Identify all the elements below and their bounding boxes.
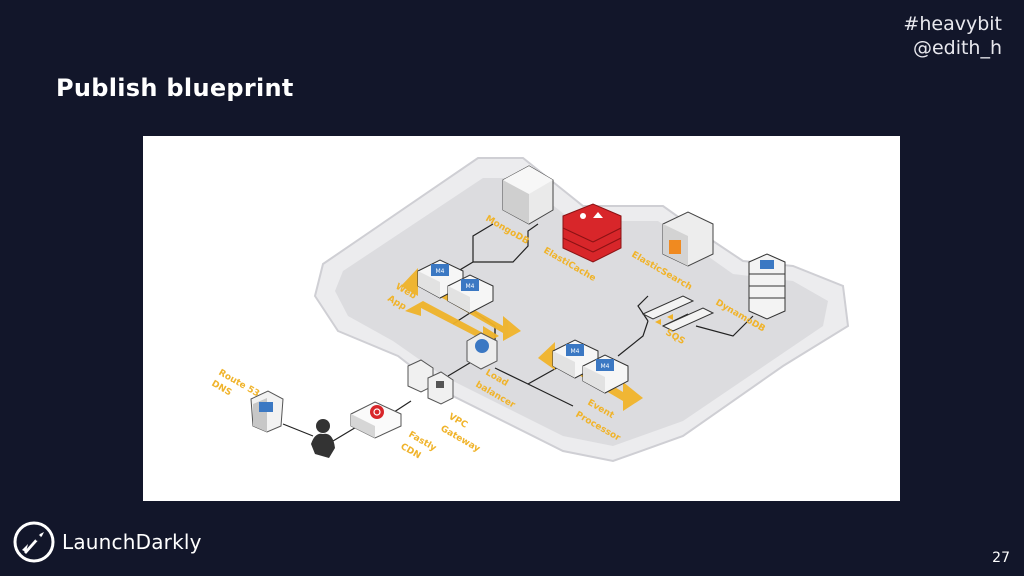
launchdarkly-logo: LaunchDarkly bbox=[12, 520, 232, 564]
hashtag: #heavybit bbox=[903, 13, 1002, 35]
svg-text:M4: M4 bbox=[436, 268, 445, 275]
vpc-gateway-icon bbox=[407, 359, 454, 405]
twitter-handle: @edith_h bbox=[912, 37, 1002, 59]
dynamodb-icon bbox=[748, 253, 786, 320]
rocket-icon bbox=[13, 521, 55, 563]
svg-text:M4: M4 bbox=[571, 348, 580, 355]
brand-name: LaunchDarkly bbox=[62, 530, 202, 554]
social-tags: #heavybit @edith_h bbox=[903, 12, 1002, 60]
event-processor-instance-2: M4 bbox=[582, 354, 629, 394]
elasticsearch-icon bbox=[662, 211, 714, 267]
slide-title: Publish blueprint bbox=[56, 74, 294, 102]
svg-text:M4: M4 bbox=[601, 363, 610, 370]
page-number: 27 bbox=[992, 550, 1010, 566]
user-icon bbox=[311, 419, 335, 458]
vpc-label-2: Gateway bbox=[439, 424, 482, 455]
sqs-icon bbox=[641, 295, 715, 332]
load-balancer-icon bbox=[466, 332, 498, 370]
fastly-cdn-icon bbox=[350, 401, 402, 439]
elasticache-icon bbox=[562, 203, 622, 263]
svg-text:M4: M4 bbox=[466, 283, 475, 290]
route53-icon bbox=[250, 390, 284, 433]
webapp-instance-2: M4 bbox=[447, 274, 494, 314]
architecture-diagram: M4 M4 bbox=[143, 136, 900, 501]
mongodb-icon bbox=[502, 165, 554, 225]
